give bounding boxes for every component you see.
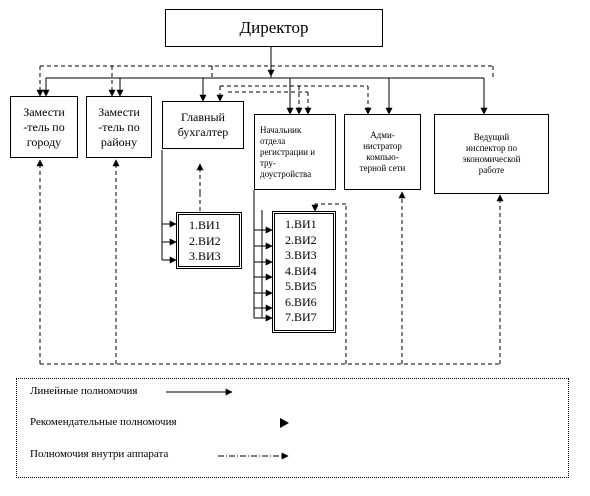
list-item: 1.ВИ1 [189, 218, 221, 232]
list-item: 2.ВИ2 [189, 233, 221, 248]
network-admin-box: Адми- нистратор компью- терной сети [344, 114, 421, 190]
list-item: 3.ВИ3 [285, 248, 317, 262]
deputy-city-box: Замести -тель по городу [10, 96, 78, 158]
legend-internal-label: Полномочия внутри аппарата [30, 448, 169, 460]
chief-accountant-box: Главный бухгалтер [162, 101, 244, 149]
accountant-staff-list: 1.ВИ1 2.ВИ2 3.ВИ3 [176, 212, 242, 269]
head-registration-label: Начальник отдела регистрации и тру- доус… [260, 124, 316, 179]
deputy-city-label: Замести -тель по городу [23, 104, 65, 149]
legend-recommendation-label: Рекомендательные полномочия [30, 416, 177, 428]
list-item: 4.ВИ4 [285, 263, 317, 278]
deputy-district-box: Замести -тель по району [86, 96, 152, 158]
list-item: 7.ВИ7 [285, 310, 317, 324]
lead-inspector-label: Ведущий инспектор по экономической работ… [462, 132, 521, 175]
list-item: 2.ВИ2 [285, 232, 317, 247]
list-item: 1.ВИ1 [285, 217, 317, 231]
list-item: 3.ВИ3 [189, 249, 221, 263]
lead-inspector-box: Ведущий инспектор по экономической работ… [434, 114, 549, 194]
legend-linear-label: Линейные полномочия [30, 385, 138, 397]
list-item: 6.ВИ6 [285, 294, 317, 309]
director-box: Директор [165, 9, 383, 47]
registration-staff-list: 1.ВИ1 2.ВИ2 3.ВИ3 4.ВИ4 5.ВИ5 6.ВИ6 7.ВИ… [272, 211, 336, 333]
deputy-district-label: Замести -тель по району [98, 104, 140, 149]
list-item: 5.ВИ5 [285, 279, 317, 293]
head-registration-box: Начальник отдела регистрации и тру- доус… [254, 114, 336, 190]
legend [16, 378, 569, 478]
network-admin-label: Адми- нистратор компью- терной сети [359, 130, 406, 173]
director-label: Директор [239, 18, 309, 37]
chief-accountant-label: Главный бухгалтер [177, 110, 229, 139]
